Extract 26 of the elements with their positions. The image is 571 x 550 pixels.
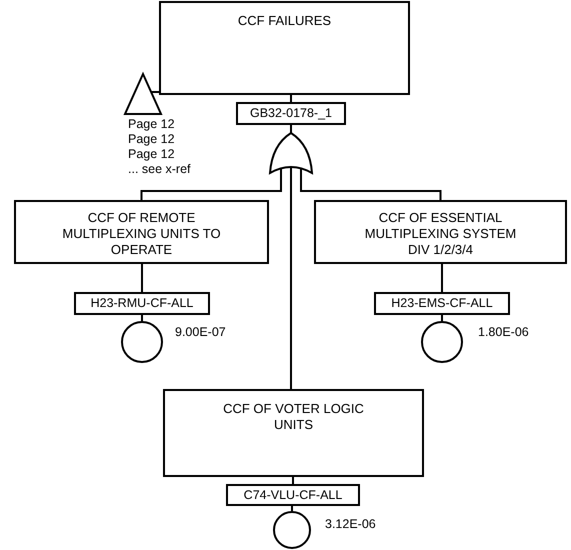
connector-line <box>141 315 143 321</box>
probability-value: 3.12E-06 <box>325 517 376 532</box>
connector-line <box>300 169 442 200</box>
event-id-tag: H23-RMU-CF-ALL <box>74 292 210 315</box>
connector-line <box>290 125 292 133</box>
connector-line <box>441 315 443 321</box>
connector-line <box>140 169 282 200</box>
page-reference: Page 12 <box>128 147 176 162</box>
connector-line <box>290 95 292 102</box>
event-box: CCF OF VOTER LOGIC UNITS <box>163 389 424 477</box>
page-reference: Page 12 <box>128 132 176 147</box>
event-box: CCF OF REMOTE MULTIPLEXING UNITS TO OPERATE <box>14 200 269 264</box>
connector-line <box>291 506 293 511</box>
page-reference: ... see x-ref <box>128 162 191 177</box>
connector-line <box>141 264 143 292</box>
gate-id-tag: GB32-0178-_1 <box>236 102 346 125</box>
connector-line <box>292 477 294 484</box>
connector-line <box>152 91 159 93</box>
probability-value: 9.00E-07 <box>175 325 226 340</box>
event-box: CCF FAILURES <box>159 1 410 95</box>
event-box: CCF OF ESSENTIAL MULTIPLEXING SYSTEM DIV 1/2/3/4 <box>314 200 567 264</box>
event-id-tag: H23-EMS-CF-ALL <box>374 292 510 315</box>
page-reference: Page 12 <box>128 117 176 132</box>
connector-line <box>441 264 443 292</box>
probability-value: 1.80E-06 <box>478 325 529 340</box>
event-id-tag: C74-VLU-CF-ALL <box>226 484 360 506</box>
